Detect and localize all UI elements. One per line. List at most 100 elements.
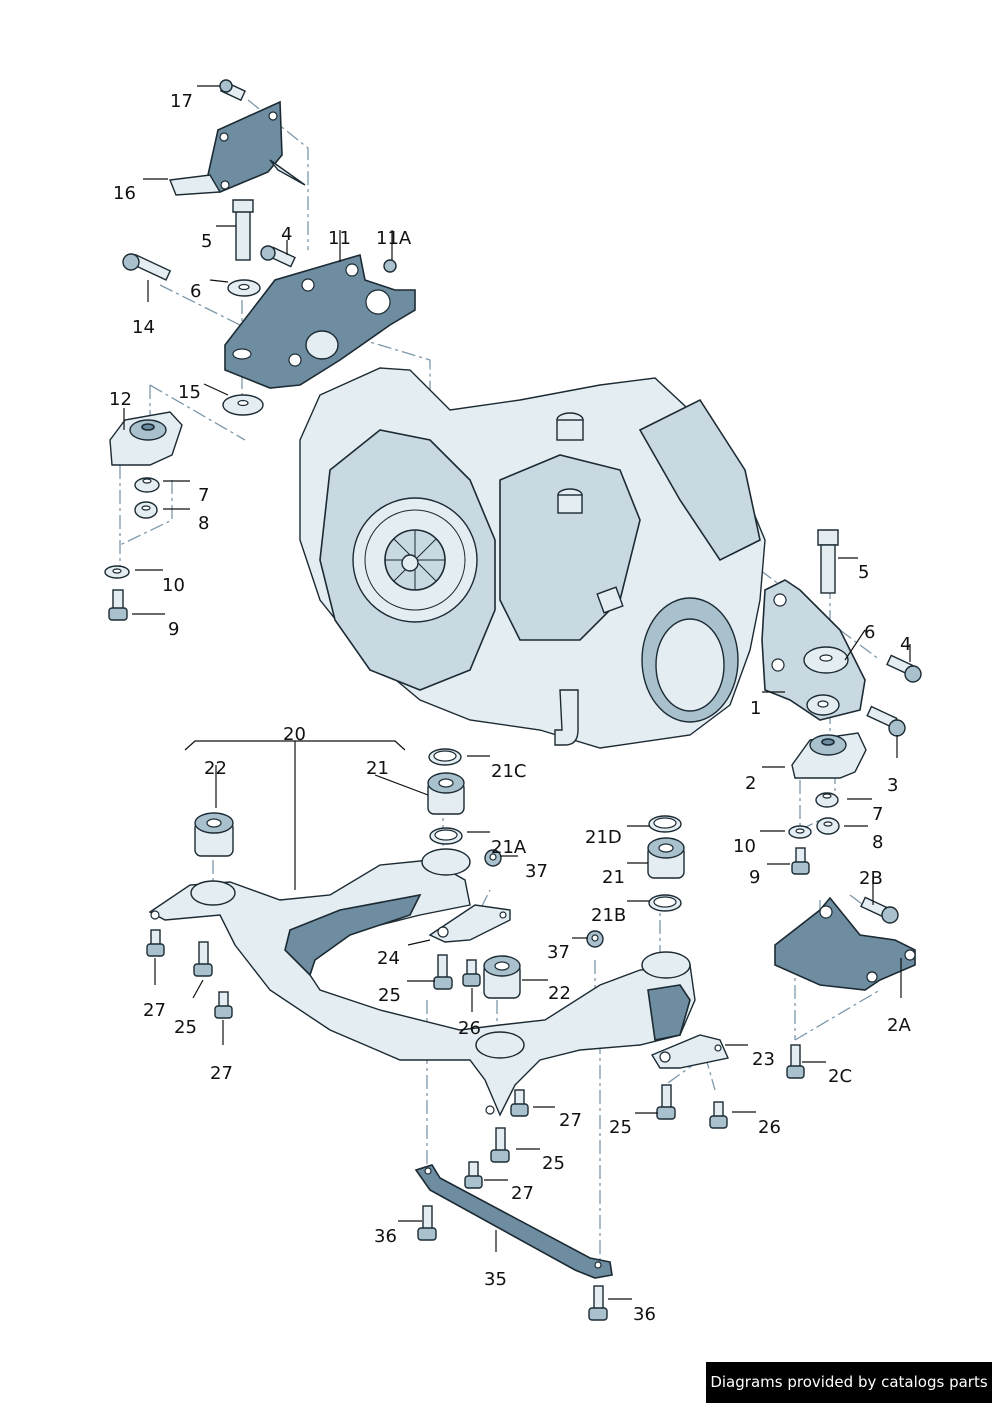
leader-lines [123, 85, 911, 1300]
washer-21d[interactable] [648, 815, 682, 833]
callout-21b: 21B [591, 905, 626, 926]
callout-25-d: 25 [542, 1153, 565, 1174]
callout-2a: 2A [887, 1015, 911, 1036]
callout-17: 17 [170, 91, 193, 112]
washer-21a[interactable] [429, 827, 463, 845]
callout-21-right: 21 [602, 867, 625, 888]
bolt-36-b[interactable] [588, 1285, 608, 1321]
callout-11a: 11A [376, 228, 412, 249]
bolt-26-b[interactable] [709, 1101, 728, 1129]
bracket-24[interactable] [428, 904, 511, 943]
washer-6-right[interactable] [803, 646, 849, 674]
callout-37-left: 37 [525, 861, 548, 882]
strut-35[interactable] [414, 1164, 613, 1279]
callout-6-right: 6 [864, 622, 875, 643]
bolt-14[interactable] [122, 253, 172, 281]
bracket-2a[interactable] [774, 896, 916, 991]
bolt-27-b[interactable] [214, 991, 233, 1019]
callout-21a: 21A [491, 837, 527, 858]
bolt-25-c[interactable] [656, 1084, 676, 1120]
callout-9-left: 9 [168, 619, 179, 640]
washer-15[interactable] [222, 394, 264, 416]
bolt-3[interactable] [866, 705, 906, 737]
bushing-22-left[interactable] [194, 812, 234, 857]
callout-35: 35 [484, 1269, 507, 1290]
nut-37-left[interactable] [484, 849, 502, 867]
bolt-2c[interactable] [786, 1044, 805, 1079]
callout-27-c: 27 [559, 1110, 582, 1131]
callout-8-left: 8 [198, 513, 209, 534]
bolt-27-c[interactable] [510, 1089, 529, 1117]
callout-14: 14 [132, 317, 155, 338]
callout-27-b: 27 [210, 1063, 233, 1084]
callout-27-a: 27 [143, 1000, 166, 1021]
transmission-housing[interactable] [299, 367, 766, 749]
bolt-25-b[interactable] [433, 954, 453, 990]
bolt-9-right[interactable] [791, 847, 810, 875]
washer-21c[interactable] [428, 748, 462, 766]
callout-7-left: 7 [198, 485, 209, 506]
callout-4-left: 4 [281, 224, 292, 245]
bolt-25-d[interactable] [490, 1127, 510, 1163]
washer-10-left[interactable] [104, 565, 130, 579]
callout-5-left: 5 [201, 231, 212, 252]
nut-7-left[interactable] [134, 477, 160, 493]
callout-3: 3 [887, 775, 898, 796]
bolt-9-left[interactable] [108, 589, 128, 621]
callout-26-a: 26 [458, 1018, 481, 1039]
callout-25-c: 25 [609, 1117, 632, 1138]
callout-2: 2 [745, 773, 756, 794]
callout-22-left: 22 [204, 758, 227, 779]
bolt-25-a[interactable] [193, 941, 213, 977]
callout-37-right: 37 [547, 942, 570, 963]
engine-mount-2[interactable] [791, 732, 867, 779]
bracket-11[interactable] [224, 253, 416, 389]
bolt-17[interactable] [219, 79, 247, 102]
callout-22-right: 22 [548, 983, 571, 1004]
callout-21c: 21C [491, 761, 526, 782]
callout-27-d: 27 [511, 1183, 534, 1204]
heat-shield-16[interactable] [169, 100, 306, 196]
nut-11a[interactable] [383, 259, 397, 273]
callout-23: 23 [752, 1049, 775, 1070]
bolt-4-right[interactable] [886, 654, 922, 683]
bolt-36-a[interactable] [417, 1205, 437, 1241]
callout-16: 16 [113, 183, 136, 204]
bolt-5-left[interactable] [232, 199, 254, 261]
callout-5-right: 5 [858, 562, 869, 583]
callout-12: 12 [109, 389, 132, 410]
callout-25-a: 25 [174, 1017, 197, 1038]
bolt-27-a[interactable] [146, 929, 165, 957]
callout-20: 20 [283, 724, 306, 745]
bolt-26-a[interactable] [462, 959, 481, 987]
bracket-23[interactable] [650, 1034, 729, 1069]
callout-2c: 2C [828, 1066, 852, 1087]
callout-2b: 2B [859, 868, 883, 889]
callout-21d: 21D [585, 827, 622, 848]
callout-36-a: 36 [374, 1226, 397, 1247]
callout-1: 1 [750, 698, 761, 719]
engine-mount-12[interactable] [109, 411, 183, 466]
credit-banner: Diagrams provided by catalogs parts [706, 1362, 992, 1403]
callout-26-b: 26 [758, 1117, 781, 1138]
nut-8-left[interactable] [134, 501, 158, 519]
nut-7-right[interactable] [815, 792, 839, 808]
bushing-22-right[interactable] [483, 955, 521, 999]
bolt-2b[interactable] [860, 896, 899, 924]
callout-36-b: 36 [633, 1304, 656, 1325]
nut-37-right[interactable] [586, 930, 604, 948]
nut-8-right[interactable] [816, 817, 840, 835]
bushing-21-left[interactable] [427, 772, 465, 815]
callout-6-left: 6 [190, 281, 201, 302]
subframe-20[interactable] [148, 848, 696, 1117]
bolt-4-left[interactable] [260, 245, 296, 268]
callout-10-right: 10 [733, 836, 756, 857]
callout-21-left: 21 [366, 758, 389, 779]
bolt-5-right[interactable] [817, 529, 839, 594]
washer-21b[interactable] [648, 894, 682, 912]
washer-10-right[interactable] [788, 825, 812, 839]
bolt-27-d[interactable] [464, 1161, 483, 1189]
washer-6-left[interactable] [227, 279, 261, 297]
bushing-21-right[interactable] [647, 837, 685, 879]
